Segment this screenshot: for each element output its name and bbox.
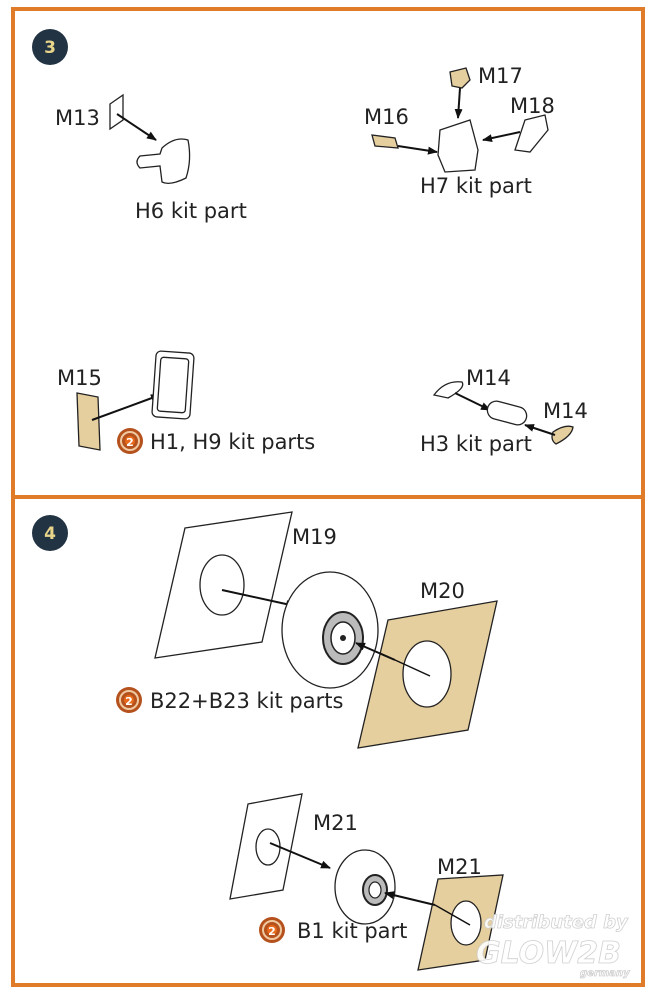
svg-text:GLOW2B: GLOW2B — [476, 936, 621, 971]
label-m13: M13 — [55, 106, 100, 130]
label-m18: M18 — [510, 94, 555, 118]
step-3-badge: 3 — [32, 29, 68, 65]
step-4-badge: 4 — [32, 515, 68, 551]
h6-part — [136, 138, 191, 184]
h7-assembly: M17 M18 M16 H7 kit part — [364, 64, 555, 198]
label-m15: M15 — [57, 366, 102, 390]
step-3-frame — [11, 7, 645, 499]
h1-h9-assembly: M15 2 H1, H9 kit parts — [57, 350, 315, 455]
svg-text:2: 2 — [125, 695, 133, 708]
label-h6: H6 kit part — [135, 199, 247, 223]
svg-text:2: 2 — [268, 925, 276, 938]
m13-part — [109, 93, 124, 131]
label-h3: H3 kit part — [420, 432, 532, 456]
label-m21-b: M21 — [437, 855, 482, 879]
svg-text:2: 2 — [126, 436, 134, 449]
label-h1-h9: H1, H9 kit parts — [150, 430, 315, 454]
label-m14-b: M14 — [543, 399, 588, 423]
svg-text:germany: germany — [580, 968, 630, 979]
label-m16: M16 — [364, 105, 409, 129]
h7-part — [437, 119, 479, 173]
h3-assembly: M14 M14 H3 kit part — [420, 366, 588, 456]
h3-part — [486, 400, 528, 426]
svg-text:4: 4 — [44, 524, 56, 544]
label-b1: B1 kit part — [297, 919, 407, 943]
svg-text:3: 3 — [44, 38, 56, 58]
distributor-watermark: distributed by GLOW2B germany — [476, 912, 631, 980]
tail-wheel-assembly: M21 M21 2 B1 kit part — [229, 793, 504, 971]
label-m17: M17 — [478, 64, 523, 88]
step-4-frame — [11, 495, 645, 987]
label-h7: H7 kit part — [420, 174, 532, 198]
label-m21-a: M21 — [313, 811, 358, 835]
main-wheel-assembly: M19 M20 2 B22+B23 kit parts — [115, 511, 498, 749]
h6-assembly: M13 H6 kit part — [55, 93, 247, 223]
label-b22-b23: B22+B23 kit parts — [150, 689, 343, 713]
label-m19: M19 — [292, 525, 337, 549]
svg-text:distributed by: distributed by — [484, 912, 629, 933]
label-m20: M20 — [420, 579, 465, 603]
label-m14-a: M14 — [466, 366, 511, 390]
